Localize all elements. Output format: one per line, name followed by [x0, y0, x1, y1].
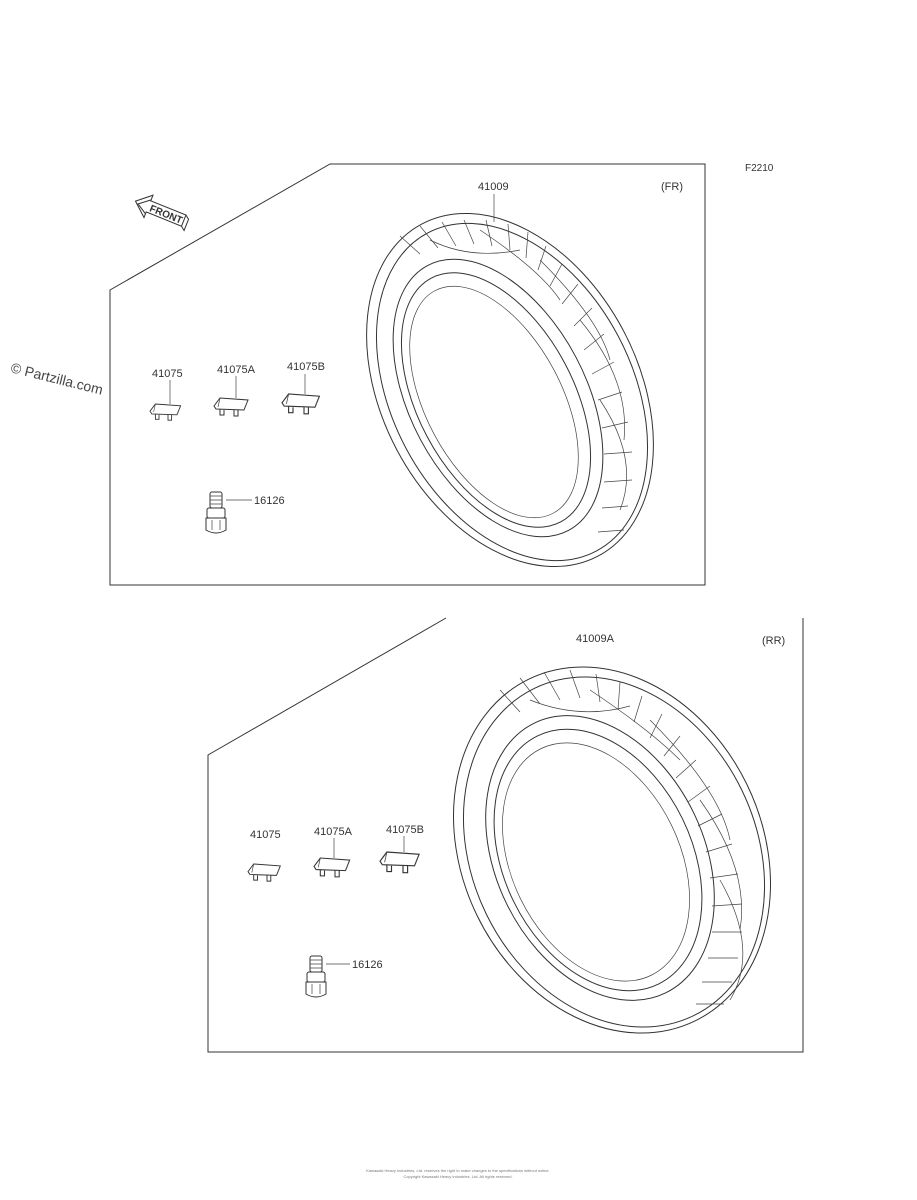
front-position-label: (FR): [661, 181, 683, 193]
front-valve-part-number: 16126: [254, 495, 285, 507]
rear-weight-2: 41075A: [313, 826, 353, 878]
rear-weight-1: 41075: [247, 829, 281, 882]
front-weight-1-label: 41075: [152, 368, 183, 380]
rear-tire: [453, 666, 771, 1034]
rear-position-label: (RR): [762, 635, 785, 647]
front-arrow-icon: FRONT: [134, 194, 190, 232]
rear-valve-part-number: 16126: [352, 959, 383, 971]
footer-line-1: Kawasaki Heavy Industries, Ltd. reserves…: [366, 1168, 549, 1173]
rear-weight-2-label: 41075A: [314, 826, 353, 838]
front-weight-3-label: 41075B: [287, 361, 325, 373]
diagram-code: F2210: [745, 163, 774, 174]
rear-weight-3: 41075B: [379, 824, 424, 874]
front-weight-3: 41075B: [281, 361, 325, 415]
watermark: © Partzilla.com: [9, 359, 104, 397]
front-frame: [109, 163, 706, 586]
front-tire: [366, 212, 654, 568]
rear-tire-part-number: 41009A: [576, 633, 615, 645]
front-weight-2-label: 41075A: [217, 364, 256, 376]
front-weight-2: 41075A: [213, 364, 256, 417]
rear-frame: [207, 617, 804, 1053]
footer-line-2: Copyright Kawasaki Heavy Industries, Ltd…: [403, 1174, 512, 1179]
front-section: (FR) 41009 41075: [109, 163, 706, 586]
rear-valve: 16126: [305, 955, 383, 998]
rear-weight-1-label: 41075: [250, 829, 281, 841]
rear-weight-3-label: 41075B: [386, 824, 424, 836]
rear-section: (RR) 41009A 41075 41075A: [207, 617, 804, 1053]
front-valve: 16126: [205, 491, 285, 534]
front-tire-part-number: 41009: [478, 181, 509, 193]
front-weight-1: 41075: [149, 368, 183, 421]
